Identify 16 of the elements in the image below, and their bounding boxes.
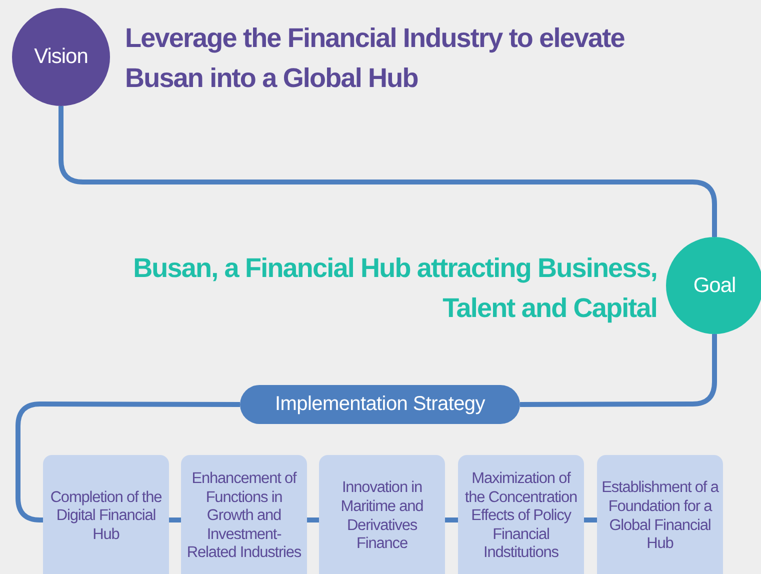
- connector-line: [520, 334, 717, 407]
- strategy-box: Enhancement of Functions in Growth and Investment-Related Industries: [181, 455, 307, 574]
- connector-line: [307, 518, 319, 522]
- connector-line: [584, 518, 597, 522]
- label-circle: Goal: [666, 237, 761, 334]
- strategy-box: Completion of the Digital Financial Hub: [43, 455, 169, 574]
- connector-line: [445, 518, 458, 522]
- strategy-box: Maximization of the Concentration Effects of Policy Financial Indstitutions: [458, 455, 584, 574]
- label-circle: Vision: [12, 8, 110, 106]
- strategy-box: Innovation in Maritime and Derivatives Finance: [319, 455, 445, 574]
- strategy-box: Establishment of a Foundation for a Global Financial Hub: [597, 455, 723, 574]
- connector-line: [58, 106, 717, 237]
- heading-text: Busan, a Financial Hub attracting Business, Talent and Capital: [132, 252, 657, 325]
- heading-text: Leverage the Financial Industry to elevate Busan into a Global Hub: [125, 22, 626, 95]
- connector-line: [169, 518, 181, 522]
- label-pill: Implementation Strategy: [240, 385, 520, 424]
